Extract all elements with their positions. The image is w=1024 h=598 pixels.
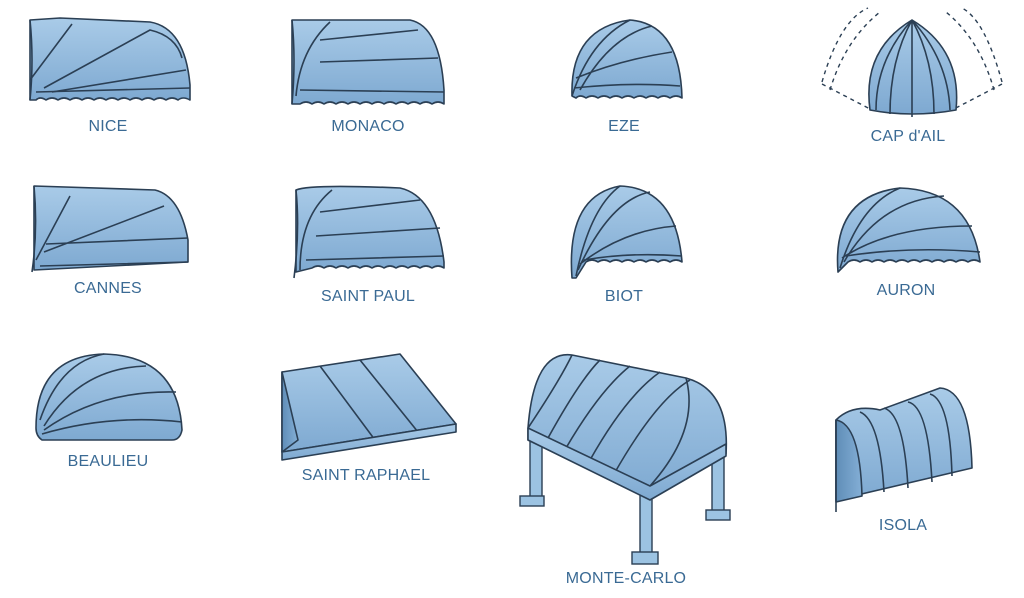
saint-raphael-awning-icon	[281, 353, 457, 461]
awning-label-nice: NICE	[88, 118, 128, 135]
cap-dail-awning-icon	[821, 7, 1003, 117]
beaulieu-awning-icon	[35, 353, 183, 441]
auron-awning-icon	[836, 187, 981, 273]
biot-awning-icon	[570, 185, 683, 279]
awning-label-monaco: MONACO	[331, 118, 405, 135]
awning-label-cannes: CANNES	[74, 280, 142, 297]
eze-awning-icon	[571, 19, 683, 99]
awning-label-saint-raphael: SAINT RAPHAEL	[301, 467, 431, 484]
awning-label-biot: BIOT	[604, 288, 644, 305]
awning-label-auron: AURON	[876, 282, 936, 299]
monaco-awning-icon	[291, 19, 445, 105]
awning-label-cap-dail: CAP d'AIL	[870, 128, 946, 145]
awning-label-isola: ISOLA	[878, 517, 928, 534]
cannes-awning-icon	[31, 185, 189, 273]
awning-label-beaulieu: BEAULIEU	[67, 453, 149, 470]
saint-paul-awning-icon	[293, 185, 445, 279]
monte-carlo-awning-icon	[519, 353, 731, 565]
awning-label-eze: EZE	[608, 118, 640, 135]
isola-awning-icon	[835, 387, 973, 512]
awning-label-monte-carlo: MONTE-CARLO	[565, 570, 687, 587]
nice-awning-icon	[29, 17, 191, 101]
awning-label-saint-paul: SAINT PAUL	[321, 288, 415, 305]
